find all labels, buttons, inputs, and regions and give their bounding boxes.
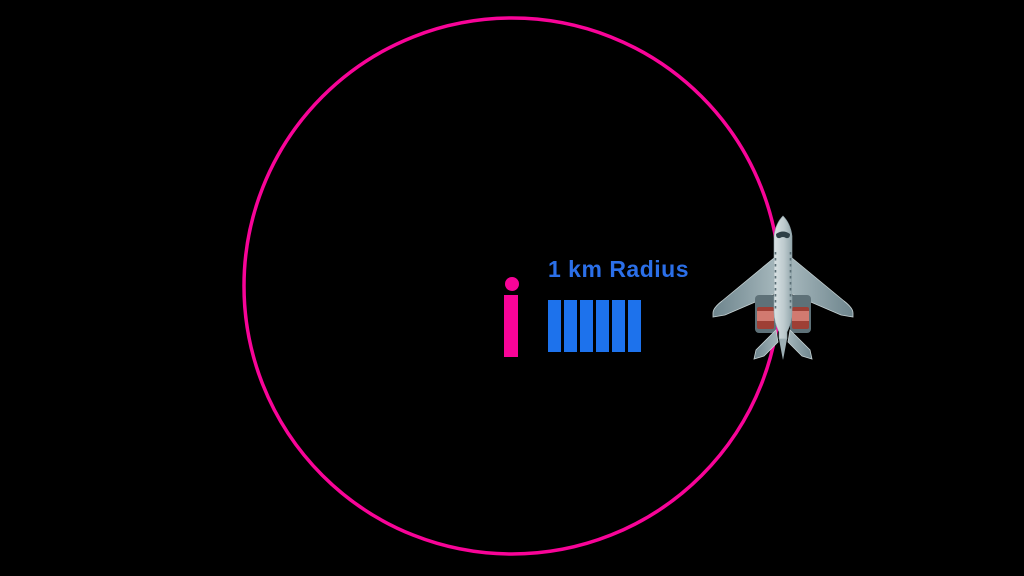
blue-bar [596,300,609,352]
airplane-icon [712,215,854,360]
blue-bar [580,300,593,352]
blue-bar [628,300,641,352]
blue-bar [564,300,577,352]
airplane-tail [753,329,813,360]
airplane-wings [712,257,854,318]
pink-bar [504,295,518,357]
airplane-engines [755,295,811,333]
blue-bars-block [548,300,641,352]
airplane-cockpit [776,231,790,239]
blue-bar [548,300,561,352]
airplane-fuselage [773,215,793,360]
km-radius-label: 1 km Radius [548,256,689,282]
center-dot [505,277,519,291]
blue-bar [612,300,625,352]
